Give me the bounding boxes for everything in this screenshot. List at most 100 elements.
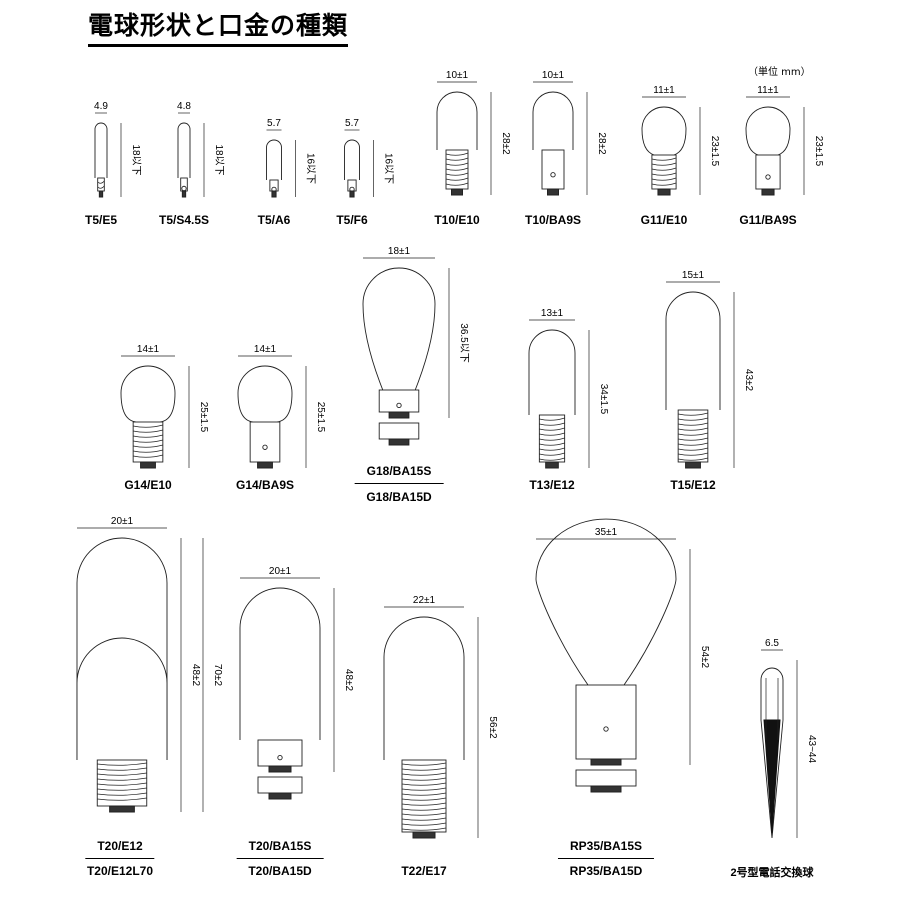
bulb-label-t20-e12: T20/E12 (85, 839, 155, 859)
width-dim-8: 14±1 (137, 344, 160, 355)
height-dim-15: 56±2 (487, 716, 498, 739)
bulb-label-rp35-ba15d: RP35/BA15D (569, 864, 643, 878)
page-title: 電球形状と口金の種類 (88, 6, 349, 47)
width-dim-12: 15±1 (682, 270, 705, 281)
bulb-t15-e12 (665, 291, 721, 410)
base-screw-8 (132, 421, 164, 469)
bulb-label-phone-lamp: 2号型電話交換球 (730, 867, 814, 879)
width-dim-10: 18±1 (388, 246, 411, 257)
base-screw-6 (651, 154, 677, 196)
width-dim-6: 11±1 (653, 85, 675, 96)
base-bayonet-3 (347, 179, 357, 198)
bulb-g18 (362, 267, 436, 391)
bulb-label-t20-e12l70: T20/E12L70 (86, 864, 154, 878)
base-bayonet-16 (575, 684, 637, 766)
base-screw-12 (677, 409, 709, 469)
height-dim-12: 43±2 (743, 369, 754, 392)
base-bayonet-10 (378, 389, 420, 419)
base-bayonet-5 (541, 149, 565, 196)
bulb-label-rp35-ba15s: RP35/BA15S (557, 839, 655, 859)
height-dim-16: 54±2 (699, 646, 710, 669)
bulb-g14-e10 (120, 365, 176, 423)
base-screw-15 (401, 759, 447, 839)
height-dim-4: 28±2 (500, 132, 511, 155)
base-screw-4 (445, 149, 469, 196)
bulb-t5-a6 (266, 139, 282, 180)
base-bayonet-1 (180, 177, 188, 198)
bulb-label-t10-ba9s: T10/BA9S (524, 213, 582, 227)
bulb-t20-e12 (76, 537, 168, 760)
bulb-g11-ba9s (745, 106, 791, 156)
base-double-contact-10 (378, 422, 420, 446)
base-screw-0 (97, 177, 105, 198)
bulb-rp35 (535, 518, 677, 686)
base-screw-13 (96, 759, 148, 813)
bulb-t22-e17 (383, 616, 465, 760)
bulb-t20-ba15 (239, 587, 321, 740)
height-dim-6: 23±1.5 (709, 136, 720, 167)
width-dim-17: 6.5 (765, 638, 779, 649)
bulb-t5-f6 (344, 139, 360, 180)
bulb-label-t5-e5: T5/E5 (84, 213, 118, 227)
width-dim-13: 20±1 (111, 516, 134, 527)
height-dim-0: 18以下 (130, 144, 141, 175)
bulb-t10-ba9s (532, 91, 574, 150)
width-dim-5: 10±1 (542, 70, 565, 81)
bulb-t5-e5 (94, 122, 108, 178)
bulb-label-t20-ba15d: T20/BA15D (248, 864, 312, 878)
height-dim-14: 48±2 (343, 669, 354, 692)
bulb-label-t10-e10: T10/E10 (434, 213, 480, 227)
width-dim-16: 35±1 (595, 527, 618, 538)
width-dim-4: 10±1 (446, 70, 469, 81)
bulb-g11-e10 (641, 106, 687, 156)
width-dim-11: 13±1 (541, 308, 564, 319)
bulb-label-g11-e10: G11/E10 (640, 213, 688, 227)
bulb-label-g11-ba9s: G11/BA9S (739, 213, 797, 227)
width-dim-3: 5.7 (345, 118, 359, 129)
height-dim-10: 36.5以下 (458, 323, 469, 362)
bulb-label-t13-e12: T13/E12 (529, 478, 575, 492)
height-dim-13: 48±2 (190, 664, 201, 687)
bulb-label-g14-ba9s: G14/BA9S (235, 478, 295, 492)
unit-note: （単位 mm） (748, 67, 811, 78)
height-dim-3: 16以下 (383, 153, 394, 184)
base-bayonet-14 (257, 739, 303, 773)
base-double-contact-14 (257, 776, 303, 800)
bulb-g14-ba9s (237, 365, 293, 423)
height-dim-5: 28±2 (596, 132, 607, 155)
bulb-label-g18-ba15s: G18/BA15S (354, 464, 444, 484)
bulb-label-t22-e17: T22/E17 (401, 864, 447, 878)
bulb-label-g18-ba15d: G18/BA15D (366, 490, 432, 504)
base-double-contact-16 (575, 769, 637, 793)
width-dim-9: 14±1 (254, 344, 277, 355)
bulb-t13-e12 (528, 329, 576, 415)
width-dim-2: 5.7 (267, 118, 281, 129)
height-dim-11: 34±1.5 (598, 384, 609, 415)
bulb-label-g14-e10: G14/E10 (124, 478, 172, 492)
bulb-t10-e10 (436, 91, 478, 150)
base-screw-11 (538, 414, 566, 469)
width-dim-7: 11±1 (757, 85, 779, 96)
base-bayonet-9 (249, 421, 281, 469)
height-dim-9: 25±1.5 (315, 402, 326, 433)
width-dim-1: 4.8 (177, 101, 191, 112)
height-dim-17: 43~44 (806, 735, 817, 764)
bulb-label-t5-s45s: T5/S4.5S (158, 213, 210, 227)
bulb-t5-s4-5s (177, 122, 191, 178)
bulb-label-t20-ba15s: T20/BA15S (236, 839, 324, 859)
bulb-label-t15-e12: T15/E12 (670, 478, 716, 492)
height-dim-2: 16以下 (305, 153, 316, 184)
width-dim-14: 20±1 (269, 566, 292, 577)
base-bayonet-2 (269, 179, 279, 198)
width-dim-15: 22±1 (413, 595, 436, 606)
width-dim-0: 4.9 (94, 101, 108, 112)
bulb-label-t5-a6: T5/A6 (257, 213, 291, 227)
height-dim2-13: 70±2 (212, 664, 223, 687)
base-bayonet-7 (755, 154, 781, 196)
height-dim-1: 18以下 (213, 144, 224, 175)
bulb-phone (760, 667, 784, 839)
height-dim-8: 25±1.5 (198, 402, 209, 433)
height-dim-7: 23±1.5 (813, 136, 824, 167)
bulb-label-t5-f6: T5/F6 (336, 213, 368, 227)
